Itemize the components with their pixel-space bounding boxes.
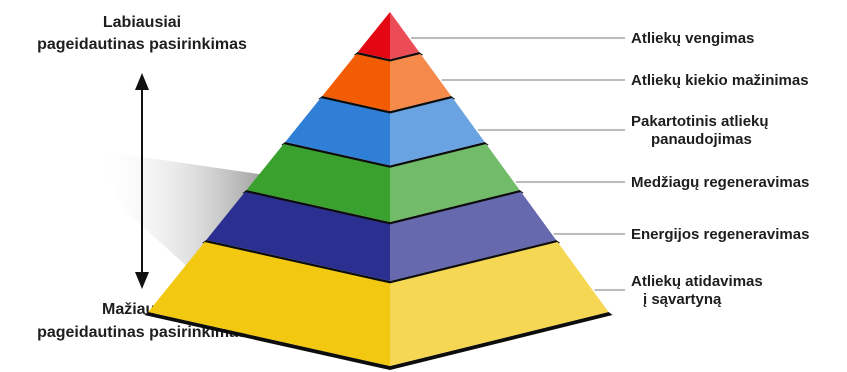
level-label-line1: Medžiagų regeneravimas [631, 174, 809, 191]
arrow-up-icon [135, 73, 149, 90]
level-label-line2: į sąvartyną [643, 291, 722, 308]
level-label-line1: Energijos regeneravimas [631, 226, 809, 243]
tier-left-face [358, 12, 390, 59]
level-label-line1: Atliekų vengimas [631, 30, 754, 47]
arrow-down-icon [135, 272, 149, 289]
level-label-line1: Atliekų kiekio mažinimas [631, 72, 809, 89]
tier-right-face [390, 12, 419, 59]
level-label-line2: panaudojimas [651, 131, 752, 148]
level-label-line1: Pakartotinis atliekų [631, 113, 769, 130]
top-caption-line1: Labiausiai [103, 14, 181, 31]
level-label-line1: Atliekų atidavimas [631, 273, 763, 290]
top-caption-line2: pageidautinas pasirinkimas [37, 36, 247, 53]
